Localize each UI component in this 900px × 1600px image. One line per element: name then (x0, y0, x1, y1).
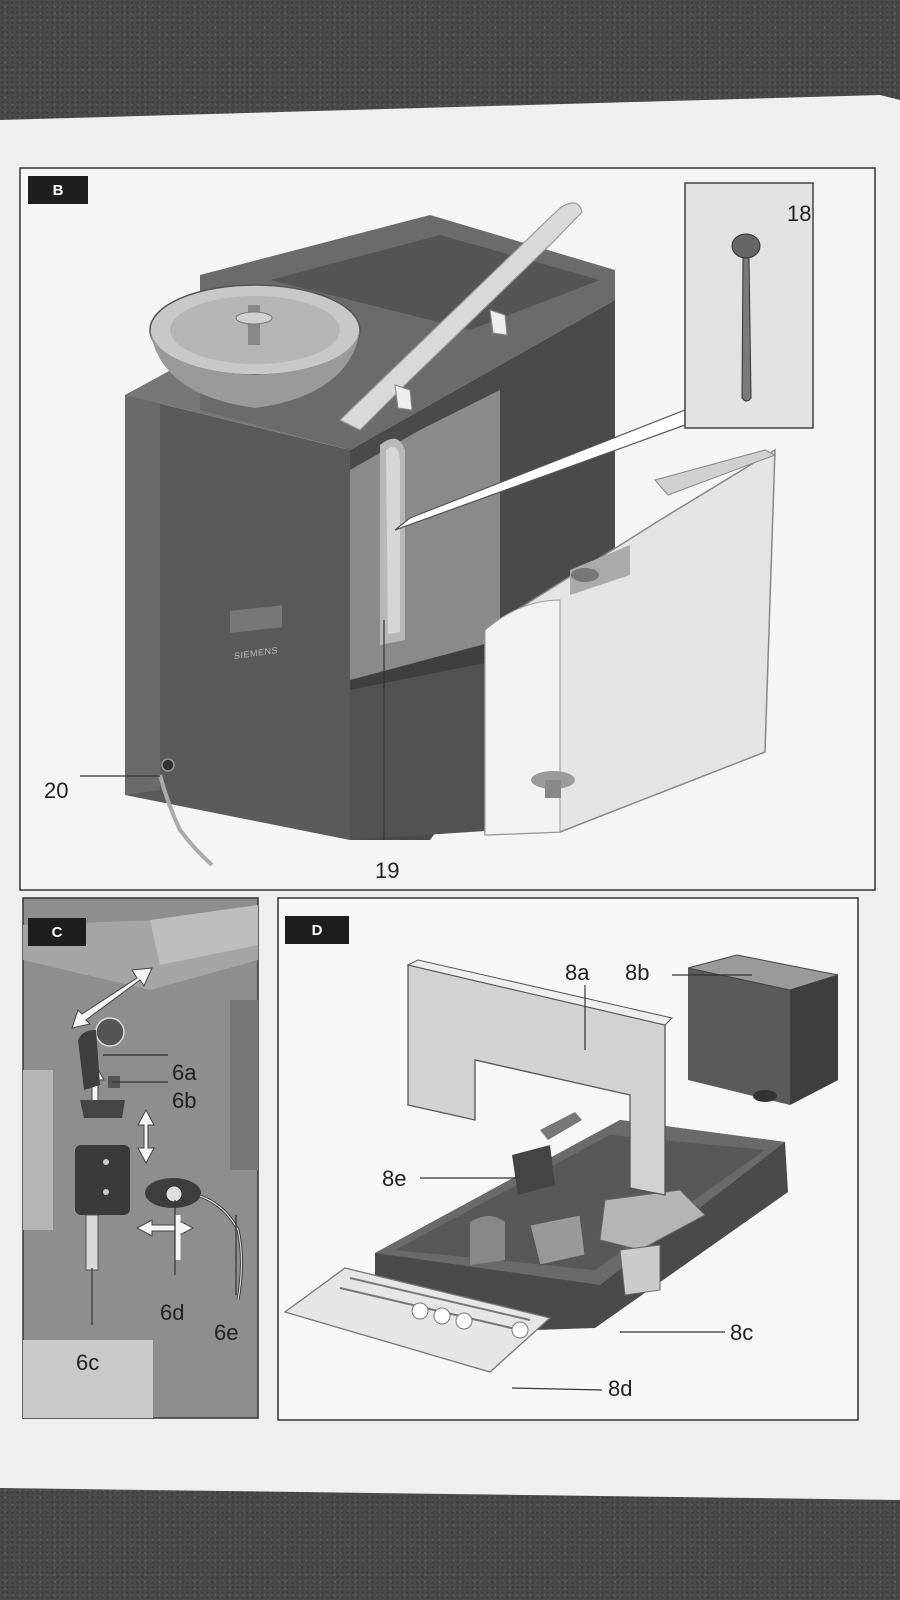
label-20: 20 (44, 778, 69, 803)
label-19: 19 (375, 858, 400, 883)
label-6d: 6d (160, 1300, 185, 1325)
water-tank (484, 448, 777, 836)
arrow-vertical (137, 1108, 155, 1165)
label-8e: 8e (382, 1166, 407, 1191)
label-18: 18 (787, 201, 812, 226)
label-6c: 6c (76, 1350, 100, 1375)
label-8d: 8d (608, 1376, 633, 1401)
tray-cover (407, 964, 666, 1196)
panel-c-tag: C (28, 918, 86, 946)
bean-container (149, 284, 361, 408)
label-8a: 8a (565, 960, 590, 985)
label-6b: 6b (172, 1088, 197, 1113)
label-6a: 6a (172, 1060, 197, 1085)
panel-d-tag: D (285, 916, 349, 944)
label-8b: 8b (625, 960, 650, 985)
arrow-diagonal (71, 967, 153, 1029)
hopper-lid (338, 202, 583, 431)
label-8c: 8c (730, 1320, 754, 1345)
drip-tray (375, 1120, 788, 1330)
leader-8d (511, 1387, 603, 1391)
panel-b-tag: B (28, 176, 88, 204)
label-6e: 6e (214, 1320, 239, 1345)
measuring-spoon (731, 233, 761, 402)
part-8e (512, 1145, 555, 1195)
drip-grid (283, 1267, 552, 1373)
grounds-container (687, 954, 839, 1105)
